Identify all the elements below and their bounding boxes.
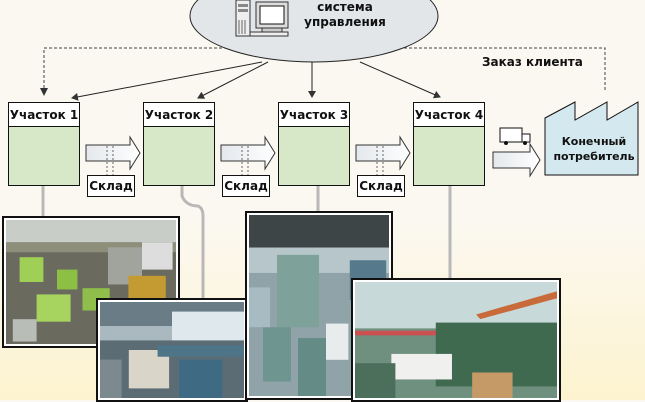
management-label: система управления — [300, 0, 390, 30]
section-4-title: Участок 4 — [414, 103, 484, 127]
management-label-line2: управления — [304, 15, 386, 29]
textile-machine-image — [355, 282, 557, 398]
consumer-label-line2: потребитель — [553, 150, 635, 163]
section-3: Участок 3 — [278, 102, 350, 186]
section-2-title: Участок 2 — [144, 103, 214, 127]
warehouse-2: Склад — [222, 175, 270, 197]
factory-icon — [544, 101, 639, 176]
computer-icon — [235, 0, 289, 37]
transfer-arrow-2 — [220, 135, 276, 178]
section-1: Участок 1 — [8, 102, 80, 186]
production-line-image — [100, 302, 244, 398]
consumer-label: Конечный потребитель — [550, 134, 638, 164]
transfer-arrow-3 — [355, 135, 411, 178]
textile-machine-photo — [351, 278, 561, 402]
section-1-title: Участок 1 — [9, 103, 79, 127]
section-3-title: Участок 3 — [279, 103, 349, 127]
control-arrow-4 — [359, 61, 441, 99]
machine-shop-photo — [2, 216, 180, 348]
delivery-arrow — [492, 142, 541, 178]
truck-icon — [499, 127, 531, 145]
warehouse-3: Склад — [357, 175, 405, 197]
transfer-arrow-1 — [85, 135, 141, 178]
warehouse-1: Склад — [87, 175, 135, 197]
control-arrow-1 — [71, 61, 263, 101]
section-4: Участок 4 — [413, 102, 485, 186]
photo-connector-2 — [180, 186, 205, 300]
management-ellipse — [189, 0, 439, 63]
production-line-photo — [96, 298, 248, 402]
section-2: Участок 2 — [143, 102, 215, 186]
control-arrow-2 — [197, 61, 269, 99]
order-arrow-head — [40, 88, 48, 96]
order-label: Заказ клиента — [482, 55, 583, 69]
consumer-label-line1: Конечный — [561, 135, 627, 148]
management-label-line1: система — [317, 0, 373, 14]
